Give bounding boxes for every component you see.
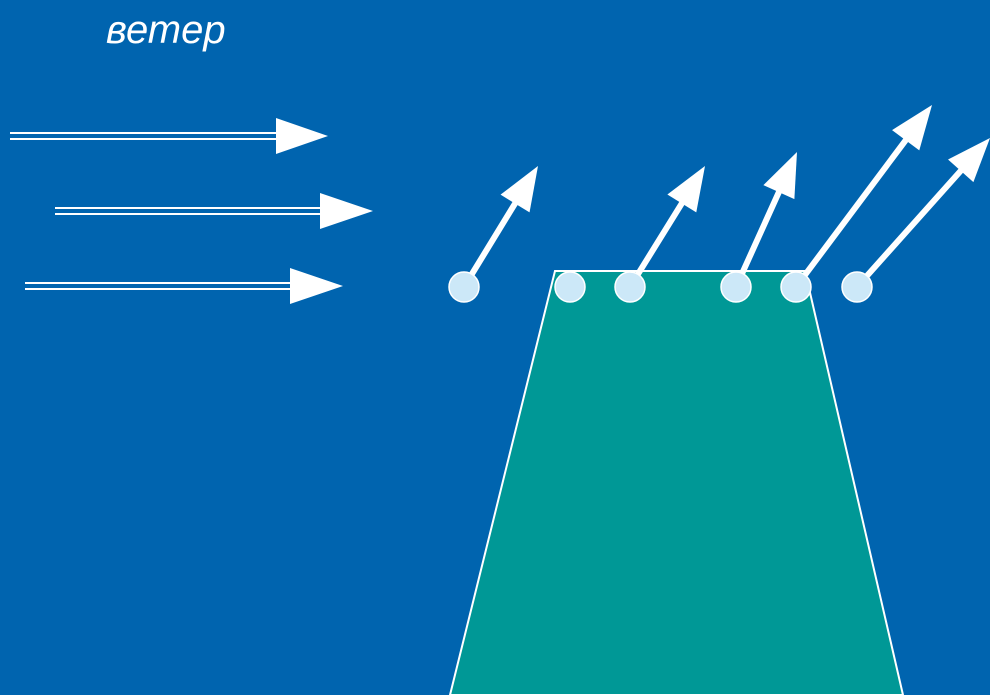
droplet-2: [555, 272, 585, 302]
droplet-3: [615, 272, 645, 302]
droplet-1: [449, 272, 479, 302]
droplet-6: [842, 272, 872, 302]
wind-label: ветер: [106, 6, 226, 54]
droplet-4: [721, 272, 751, 302]
droplet-5: [781, 272, 811, 302]
